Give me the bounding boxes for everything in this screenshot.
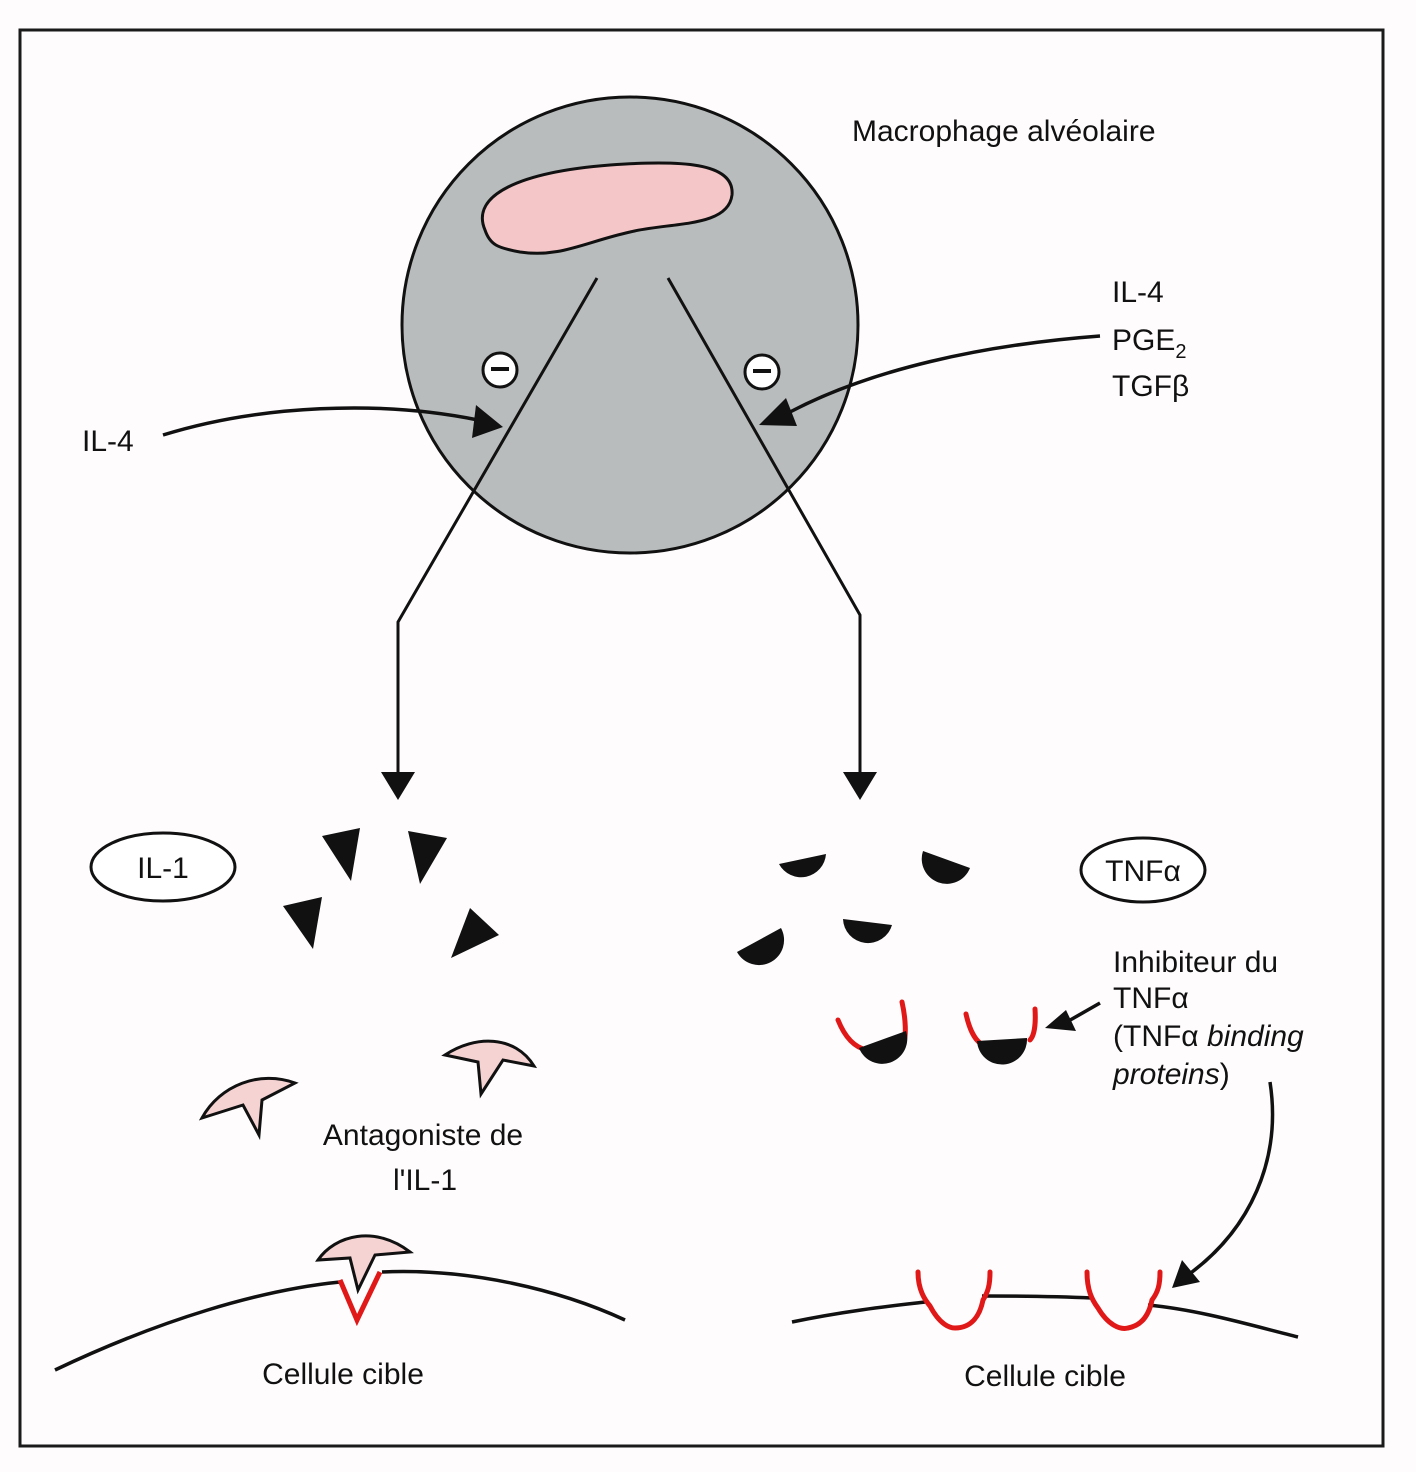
target-cell-membrane-left xyxy=(54,1269,626,1372)
il1-molecules xyxy=(283,828,499,958)
tnf-label: TNFα xyxy=(1105,855,1181,888)
tnf-inhibitor-line1: Inhibiteur du xyxy=(1113,946,1278,979)
il1-molecule xyxy=(283,897,322,949)
tnf-secretion-path xyxy=(666,277,862,778)
inhibition-marker-left xyxy=(481,351,519,389)
il4-left-label: IL-4 xyxy=(82,425,134,458)
right-inhibitors-arrow xyxy=(789,334,1101,414)
right-inhibitors-arrowhead xyxy=(759,398,797,426)
tgfb-label: TGFβ xyxy=(1112,370,1189,403)
figure-frame xyxy=(18,28,1385,1448)
tnf-receptor-red xyxy=(1084,1269,1163,1331)
tnf-inhibitor-line4: proteins) xyxy=(1112,1058,1230,1091)
il1-label-ellipse xyxy=(89,831,237,903)
tnf-molecule xyxy=(921,851,970,884)
tnf-inhibitor-line4-suffix: ) xyxy=(1220,1058,1230,1091)
pge2-label: PGE2 xyxy=(1112,324,1186,363)
il4-inhibition-arrow xyxy=(162,406,479,437)
il4-right-label: IL-4 xyxy=(1112,276,1164,309)
antagonist-label-line1: Antagoniste de xyxy=(323,1119,523,1152)
antagonist-label-line2: l'IL-1 xyxy=(393,1164,457,1197)
target-cell-left-label: Cellule cible xyxy=(262,1358,424,1391)
tnf-inhibitor-line3: (TNFα binding xyxy=(1113,1020,1304,1053)
tnf-molecule xyxy=(779,854,826,878)
macrophage-nucleus xyxy=(480,161,734,255)
target-cell-right-label: Cellule cible xyxy=(964,1360,1126,1393)
tnf-inhibitor-pointer-arrow xyxy=(1064,1001,1101,1025)
il4-arrowhead xyxy=(472,405,503,438)
il1-label: IL-1 xyxy=(137,852,189,885)
inhibitor-to-receptor-arrow xyxy=(1186,1081,1275,1277)
tnf-inhibitor-line3-prefix: (TNFα xyxy=(1113,1020,1207,1053)
il1-receptor-red xyxy=(337,1270,383,1327)
macrophage-cell xyxy=(400,95,860,555)
il1-molecule xyxy=(322,828,360,881)
tnf-inhibitor-line2: TNFα xyxy=(1113,982,1189,1015)
il1-antagonists xyxy=(198,1039,538,1295)
tnf-molecule-bound xyxy=(977,1038,1028,1065)
tnf-inhibitor-line3-italic: binding xyxy=(1207,1020,1304,1053)
il1-molecule xyxy=(408,831,447,884)
tnf-label-ellipse xyxy=(1079,836,1207,904)
tnf-molecules xyxy=(737,851,970,966)
tnf-bound-to-inhibitor-1 xyxy=(835,999,908,1064)
il1-molecule xyxy=(451,908,499,958)
macrophage-label: Macrophage alvéolaire xyxy=(852,115,1156,148)
tnf-bound-to-inhibitor-2 xyxy=(963,1006,1038,1065)
inhibitor-to-receptor-arrowhead xyxy=(1172,1260,1200,1288)
tnf-path-arrowhead xyxy=(843,772,877,800)
tnf-receptor-red xyxy=(915,1269,993,1331)
pge-label-subscript: 2 xyxy=(1175,341,1186,363)
il1-secretion-path xyxy=(396,277,599,778)
tnf-molecule-bound xyxy=(859,1031,908,1064)
tnf-molecule xyxy=(843,919,892,944)
il1-antagonist-molecule xyxy=(198,1076,299,1141)
tnf-molecule xyxy=(737,928,785,966)
il1-antagonist-molecule xyxy=(441,1039,538,1099)
inhibition-marker-right xyxy=(743,353,781,391)
tnf-inhibitor-pointer-arrowhead xyxy=(1045,1010,1076,1031)
il1-path-arrowhead xyxy=(381,772,415,800)
target-cell-membrane-right xyxy=(791,1294,1299,1339)
il1-antagonist-molecule-bound xyxy=(315,1234,414,1295)
pge-label-base: PGE xyxy=(1112,324,1175,357)
tnf-inhibitor-line4-italic: proteins xyxy=(1112,1058,1220,1091)
